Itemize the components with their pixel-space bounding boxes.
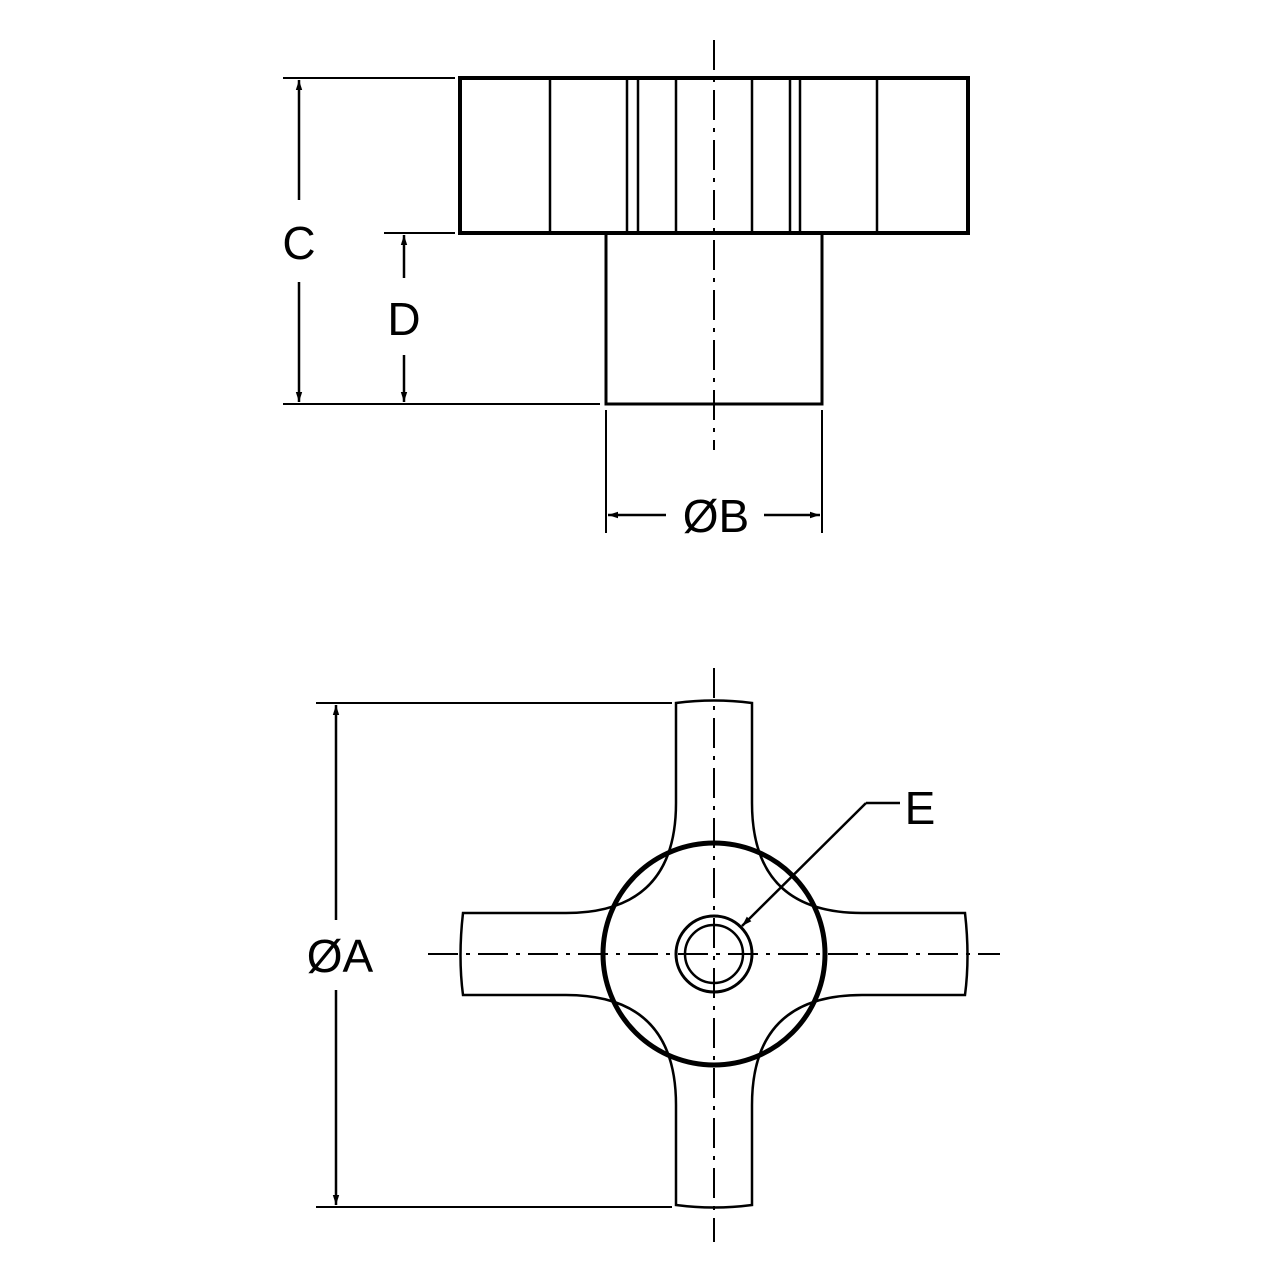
leader-e-arrow [741,802,867,927]
side-view-extension-lines [283,77,823,533]
dimension-a-label: ØA [307,930,374,982]
knob-head-lobe-lines [548,78,879,233]
top-view: ØA E [307,668,1000,1242]
leader-e-label: E [905,782,936,834]
side-view: C D ØB [282,40,970,542]
dimension-d-label: D [387,293,420,345]
dimension-c-label: C [282,217,315,269]
dimension-b-label: ØB [683,490,749,542]
top-view-extension-lines [316,702,672,1208]
knob-arms-outline [459,699,969,1209]
